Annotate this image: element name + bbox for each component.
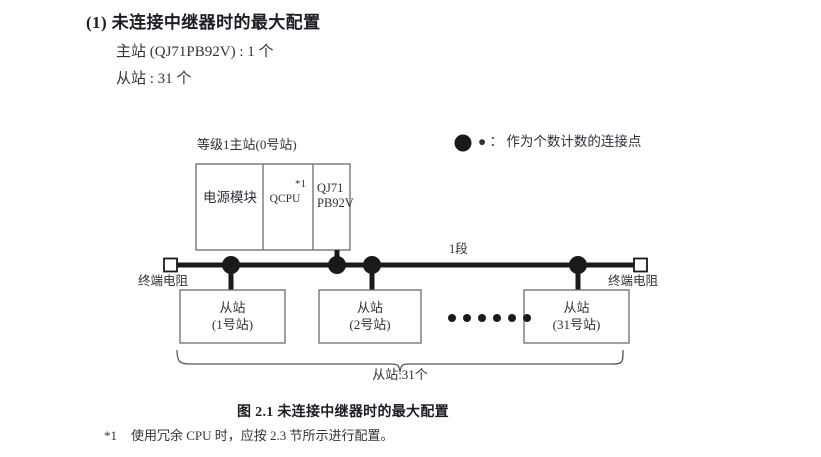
slave-2-label: 从站 (2号站) — [319, 300, 421, 333]
connection-dot-slave-1 — [222, 256, 240, 274]
master-station-caption: 等级1主站(0号站) — [197, 137, 297, 152]
slave-1-line1: 从站 — [219, 300, 246, 315]
page-title: (1) 未连接中继器时的最大配置 — [86, 13, 321, 32]
legend-label: ● ： 作为个数计数的连接点 — [478, 134, 642, 149]
slave-2-line2: (2号站) — [349, 316, 391, 332]
master-cell-power-module-label: 电源模块 — [203, 190, 257, 205]
terminator-left-icon — [163, 257, 178, 273]
slave-2-line1: 从站 — [356, 300, 383, 315]
spec-master-station: 主站 (QJ71PB92V) : 1 个 — [116, 44, 274, 60]
footnote: *1 使用冗余 CPU 时，应按 2.3 节所示进行配置。 — [104, 425, 394, 444]
master-cell-qj71pb92v-label: QJ71 PB92V — [317, 181, 354, 212]
footnote-mark: *1 — [104, 428, 117, 443]
slave-31-line2: (31号站) — [552, 316, 601, 332]
spec-slave-station: 从站 : 31 个 — [116, 71, 192, 87]
heading-block: (1) 未连接中继器时的最大配置 主站 (QJ71PB92V) : 1 个 从站… — [86, 8, 686, 88]
master-rack-outline — [195, 163, 351, 251]
master-cell-qcpu-label: QCPU — [269, 193, 301, 205]
slave-group-brace — [176, 349, 624, 373]
bus-segment-label: 1段 — [449, 242, 468, 256]
terminator-right-label: 终端电阻 — [608, 274, 659, 288]
master-cell-qj71pb92v-line2: PB92V — [317, 196, 354, 211]
footnote-text: 使用冗余 CPU 时，应按 2.3 节所示进行配置。 — [131, 428, 394, 443]
master-cell-qj71pb92v-line1: QJ71 — [317, 181, 344, 195]
legend-connection-dot-icon — [454, 134, 472, 152]
connection-dot-slave-31 — [569, 256, 587, 274]
slave-box-31 — [523, 289, 630, 344]
figure-caption: 图 2.1 未连接中继器时的最大配置 — [237, 405, 449, 420]
slave-ellipsis-icon — [448, 314, 531, 322]
terminator-right-icon — [633, 257, 648, 273]
slave-1-label: 从站 (1号站) — [180, 300, 285, 333]
slave-31-line1: 从站 — [563, 300, 590, 315]
slave-total-count-label: 从站:31个 — [372, 367, 428, 382]
slave-box-1 — [179, 289, 286, 344]
connection-dot-master — [328, 256, 346, 274]
connection-dot-slave-2 — [363, 256, 381, 274]
slave-box-2 — [318, 289, 422, 344]
slave-31-label: 从站 (31号站) — [524, 300, 629, 333]
terminator-left-label: 终端电阻 — [138, 274, 189, 288]
slave-1-line2: (1号站) — [211, 316, 254, 332]
master-cell-qcpu-footnote-mark: *1 — [295, 178, 306, 190]
